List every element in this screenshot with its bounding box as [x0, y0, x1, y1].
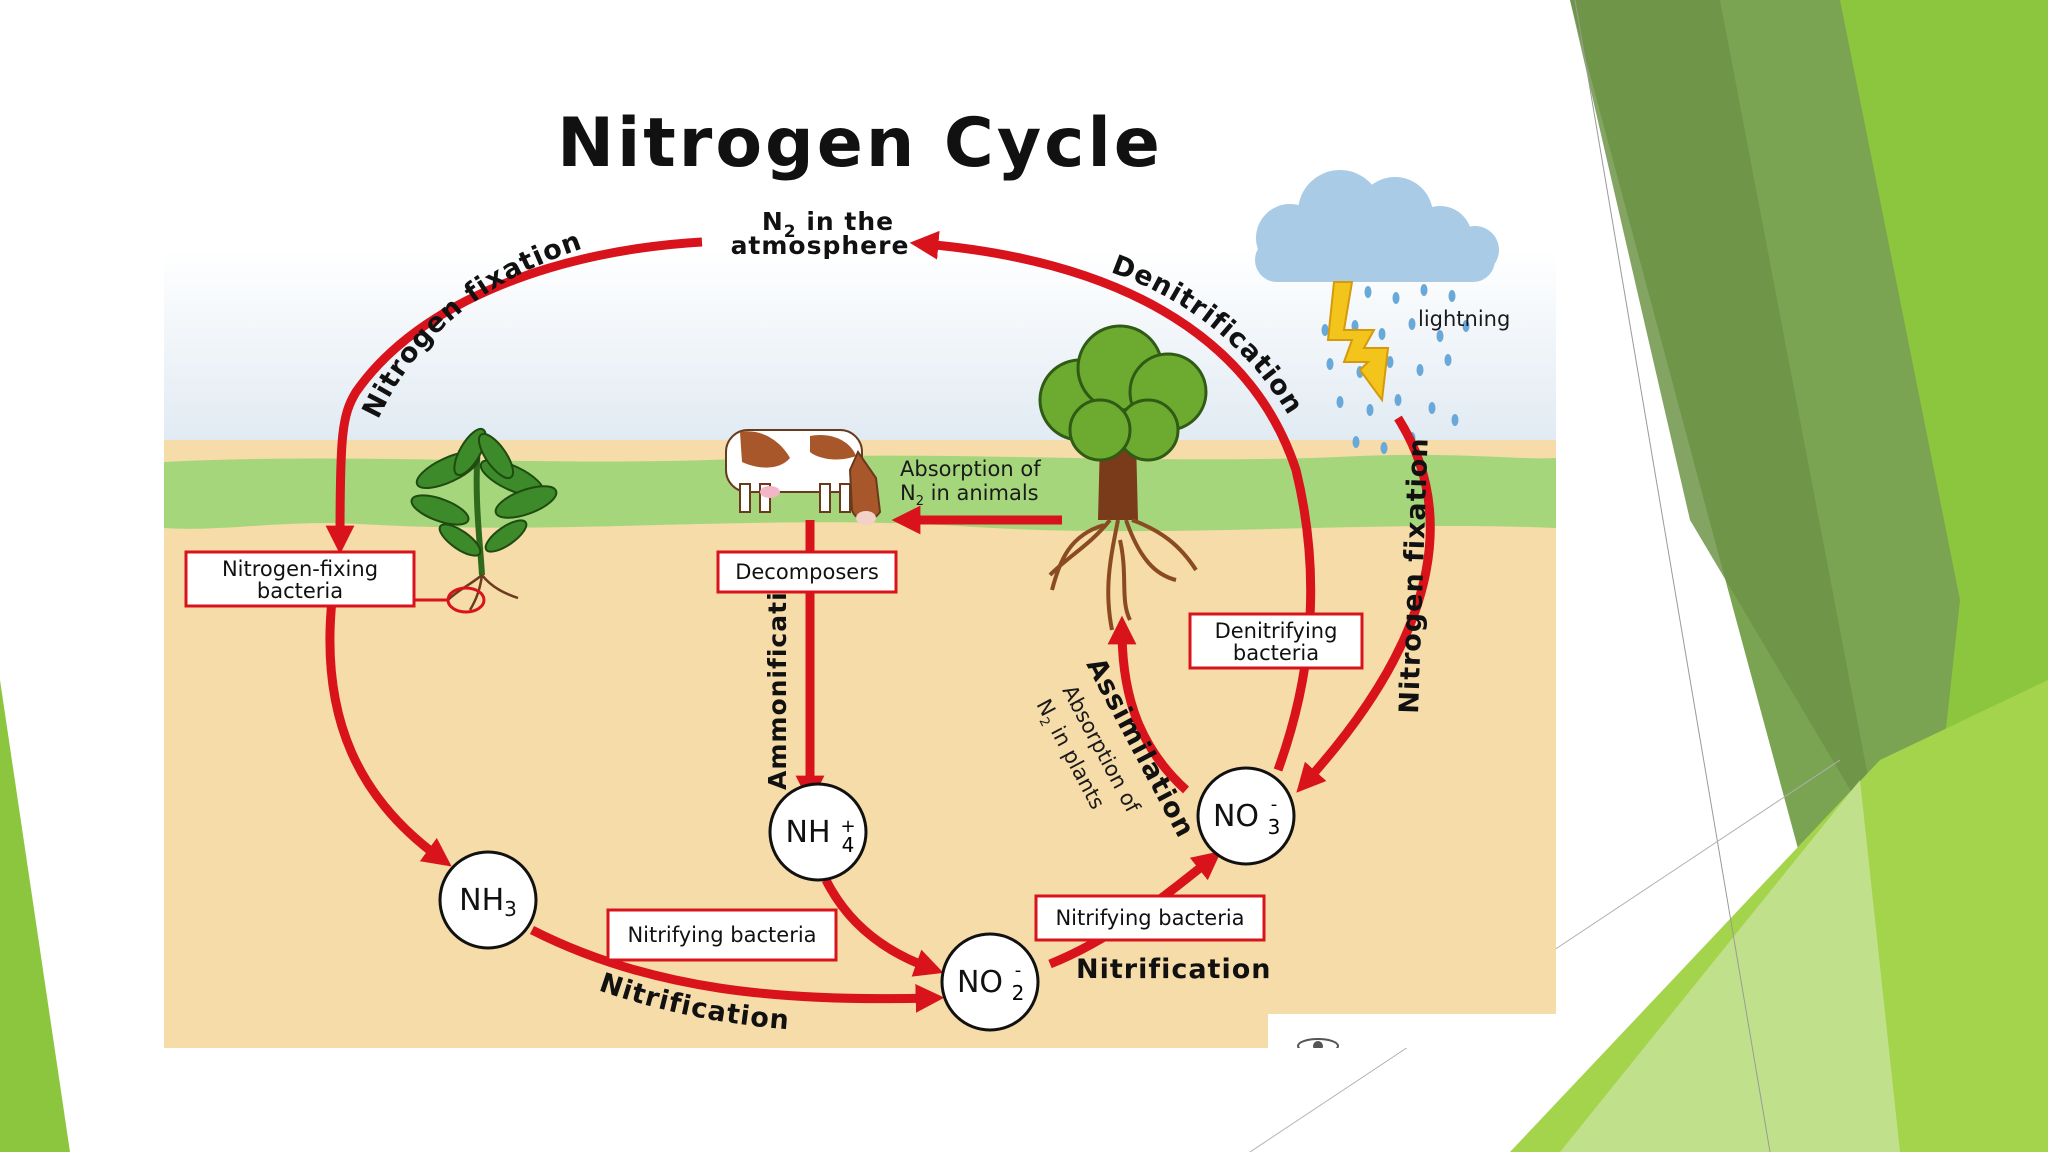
absorption-animals-line1: Absorption of — [900, 457, 1041, 481]
node-no3: NO - 3 — [1196, 766, 1296, 866]
box-decomposers-label: Decomposers — [735, 560, 879, 584]
svg-text:-: - — [1015, 960, 1022, 981]
sky — [164, 250, 1556, 465]
arrow-bacteria-to-nh3 — [325, 599, 452, 867]
box-decomposers: Decomposers — [716, 550, 898, 594]
absorption-animals-line2: N2 in animals — [900, 481, 1039, 509]
atmosphere-label-line1: N2 in the — [762, 207, 894, 242]
box-nitrifying-bacteria-left: Nitrifying bacteria — [606, 908, 838, 962]
tree-icon — [1038, 324, 1208, 631]
arrow-assimilation — [1107, 615, 1190, 794]
decor-line — [1574, 0, 1771, 1152]
box-nitrifying-right-label: Nitrifying bacteria — [1055, 906, 1244, 930]
left-green-shape — [0, 680, 70, 1152]
svg-text:3: 3 — [1268, 815, 1281, 839]
node-nh4: NH + 4 — [768, 782, 868, 882]
node-no2: NO - 2 — [940, 932, 1040, 1032]
logo-icon — [1297, 1038, 1339, 1048]
arrow-nitrogen-fixation-right — [1296, 415, 1435, 793]
diagram-title: Nitrogen Cycle — [557, 104, 1163, 183]
svg-text:2: 2 — [1012, 981, 1025, 1005]
lightning-icon — [1326, 281, 1390, 403]
label-nitrification-right: Nitrification — [1076, 954, 1272, 985]
logo-area — [1268, 1014, 1556, 1048]
arrow-nh3-to-no2 — [529, 925, 945, 1013]
cow-icon — [725, 429, 882, 525]
cloud-icon — [1255, 170, 1499, 282]
arrow-nitrogen-fixation-left — [325, 237, 703, 555]
box-nitrogen-fixing-line1: Nitrogen-fixing — [222, 557, 378, 581]
raindrops-icon — [1321, 284, 1470, 454]
soil — [164, 440, 1556, 1048]
box-denitrifying-bacteria: Denitrifying bacteria — [1188, 612, 1364, 670]
box-nitrogen-fixing-bacteria: Nitrogen-fixing bacteria — [184, 550, 448, 608]
svg-text:NO: NO — [1213, 799, 1259, 834]
arrow-nh4-to-no2 — [821, 877, 944, 977]
nitrogen-cycle-diagram: Nitrogen Cycle N2 in the atmosphere ligh… — [164, 80, 1556, 1048]
svg-text:NH3: NH3 — [459, 883, 517, 921]
right-green-stripe — [1570, 0, 1880, 840]
box-nitrifying-left-label: Nitrifying bacteria — [627, 923, 816, 947]
svg-text:NH: NH — [786, 815, 831, 850]
label-ammonification: Ammonification — [763, 554, 792, 790]
atmosphere-label-line2: atmosphere — [731, 231, 910, 260]
svg-text:4: 4 — [842, 833, 855, 857]
svg-text:NO: NO — [957, 965, 1003, 1000]
plant-icon — [410, 427, 558, 614]
box-nitrifying-bacteria-right: Nitrifying bacteria — [1034, 894, 1266, 942]
box-denitrifying-line1: Denitrifying — [1215, 619, 1338, 643]
node-nh3: NH3 — [438, 850, 538, 950]
lightning-label: lightning — [1418, 307, 1510, 331]
svg-text:-: - — [1271, 794, 1278, 815]
box-nitrogen-fixing-line2: bacteria — [257, 579, 343, 603]
right-green-highlight — [1560, 780, 1900, 1152]
box-denitrifying-line2: bacteria — [1233, 641, 1319, 665]
svg-text:+: + — [840, 816, 855, 837]
